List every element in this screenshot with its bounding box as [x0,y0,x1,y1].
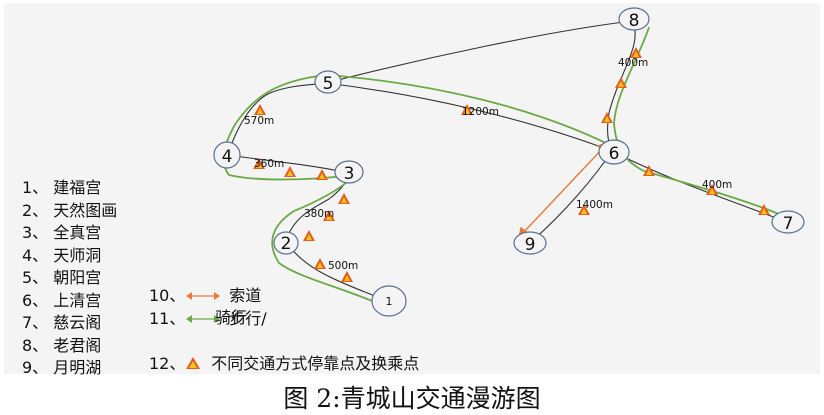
stop-marker [578,204,590,215]
legend-place: 8、 老君阁 [22,335,102,355]
node-5: 5 [314,70,342,94]
legend-walk-label: 步行/ [229,308,267,328]
stop-marker [758,204,770,215]
place-legend: 1、 建福宫 2、 天然图画 3、 全真宫 4、 天师洞 5、 朝阳宫 6、 上… [22,177,117,380]
node-2: 2 [273,231,299,255]
legend-place: 6、 上清宫 [22,290,102,310]
legend-place: 1、 建福宫 [22,178,102,197]
legend-ropeway-num: 10、 [149,286,186,305]
route-4-5 [227,82,327,156]
route-2-3 [285,172,349,242]
legend-walk: 11、 步行/ [149,308,419,331]
distance-label: 500m [328,260,358,272]
legend-place: 5、 朝阳宫 [22,268,102,287]
legend-stop: 12、 不同交通方式停靠点及换乘点 [149,353,419,376]
svg-text:7: 7 [783,214,794,234]
walk-symbol-icon [186,308,224,331]
legend-ropeway-label: 索道 [229,286,262,305]
ropeway-line [521,146,605,235]
ropeway-symbol-icon [186,285,224,308]
svg-text:3: 3 [344,164,355,184]
stop-marker [643,165,655,176]
node-3: 3 [334,160,364,184]
walk-1-2 [271,210,385,307]
svg-text:2: 2 [281,234,292,254]
route-5-8 [325,20,633,84]
node-1: 1 [371,285,407,317]
walk-6-7 [643,170,787,218]
stop-marker [461,104,473,115]
stop-triangle-icon [186,353,206,376]
svg-text:1: 1 [386,295,393,308]
legend-place: 4、 天师洞 [22,245,102,265]
stop-marker [303,230,315,241]
node-9: 9 [513,231,547,255]
svg-text:4: 4 [222,147,233,167]
distance-label: 380m [304,208,334,220]
legend-stop-label: 不同交通方式停靠点及换乘点 [211,353,420,373]
stop-marker [284,166,296,177]
stop-marker [601,112,613,123]
stop-marker [338,193,350,204]
node-7: 7 [771,210,805,234]
distance-label: 360m [254,158,284,170]
route-6-9 [531,150,613,242]
legend-place: 3、 全真宫 [22,223,102,242]
legend-ropeway: 10、 索道 [149,285,419,308]
legend-place: 7、 慈云阁 [22,313,102,332]
distance-label: 1200m [462,106,499,118]
walk-5-6 [325,74,611,146]
stop-marker [254,104,266,115]
stop-marker [615,77,627,88]
route-5-6 [325,82,613,152]
route-map: 500m 380m 360m 570m 1200m 400m 400m 1400… [213,7,805,317]
distance-label: 400m [618,57,648,69]
stop-marker [253,158,265,169]
svg-text:8: 8 [629,11,640,31]
map-panel: 500m 380m 360m 570m 1200m 400m 400m 1400… [4,3,820,377]
distance-label: 1400m [576,199,613,211]
walk-4-5 [235,74,327,124]
figure-caption: 图 2:青城山交通漫游图 [283,384,541,413]
svg-text:6: 6 [609,144,620,164]
legend-walk-cont [149,330,419,353]
svg-text:5: 5 [323,74,334,94]
stop-marker [630,47,642,58]
legend-place: 2、 天然图画 [22,200,118,220]
legend-walk-label-2: 骑行 [215,308,248,327]
stop-marker [323,210,335,221]
legend-stop-num: 12、 [149,353,186,373]
distance-label: 400m [702,179,732,191]
legend-walk-num: 11、 [149,308,186,328]
node-4: 4 [213,141,241,169]
node-6: 6 [598,139,630,165]
node-8: 8 [618,7,650,31]
stop-marker [314,258,326,269]
svg-text:9: 9 [525,235,536,255]
distance-label: 570m [244,115,274,127]
stop-marker [316,169,328,180]
legend-place: 9、 月明湖 [22,358,102,377]
stop-marker [706,184,718,195]
stop-marker [341,271,353,282]
transport-legend: 10、 索道 11、 步行/ 12、 不同交通方式停靠点及换乘点 [149,285,419,375]
